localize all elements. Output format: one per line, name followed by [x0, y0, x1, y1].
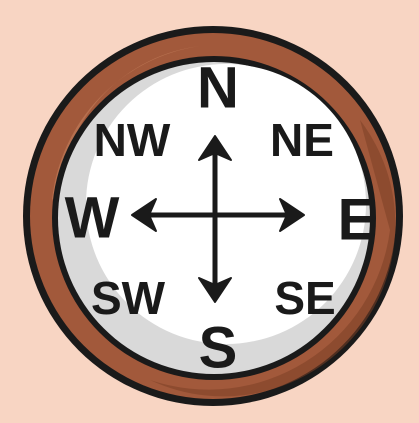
label-north: N	[197, 56, 239, 121]
label-northeast: NE	[270, 114, 334, 166]
label-west: W	[65, 186, 120, 251]
label-southwest: SW	[91, 272, 166, 324]
label-southeast: SE	[274, 272, 335, 324]
label-east: E	[338, 188, 377, 253]
label-south: S	[199, 316, 238, 381]
label-northwest: NW	[94, 114, 171, 166]
